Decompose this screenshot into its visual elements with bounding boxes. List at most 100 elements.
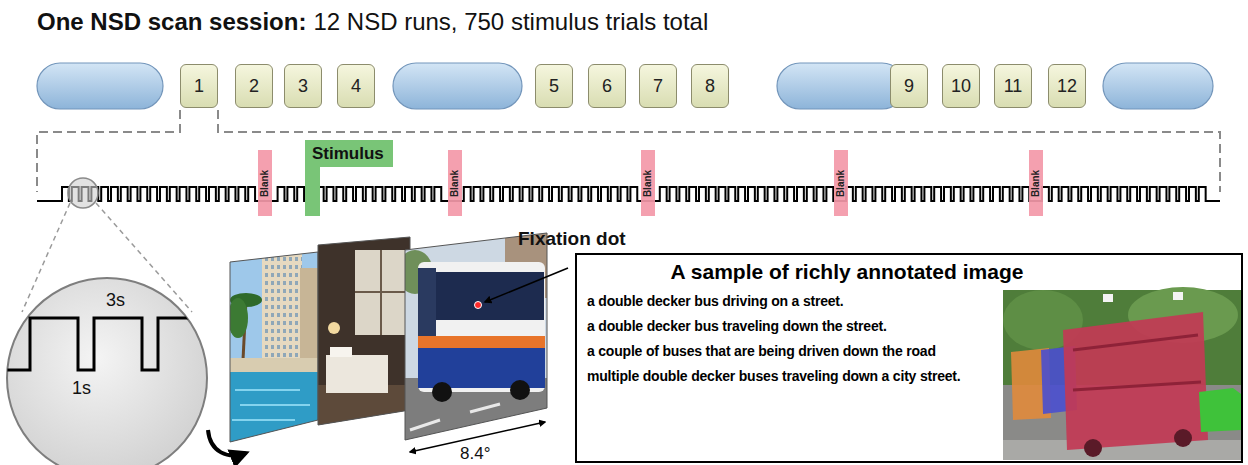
run-box: 5	[535, 64, 573, 108]
run-box: 3	[284, 64, 322, 108]
scene-photo-pool	[228, 372, 323, 452]
scene-photo-bedroom	[315, 230, 415, 430]
run-box: 1	[180, 64, 218, 108]
run-pill	[37, 63, 163, 109]
run-box: 2	[235, 64, 273, 108]
run-number: 3	[298, 76, 308, 97]
label-holder: 3s	[106, 290, 125, 310]
scene-photo-pool	[228, 240, 323, 452]
blank-bar: Blank	[448, 150, 462, 216]
zoom-bracket	[37, 110, 180, 192]
session-summary: 12 NSD runs, 750 stimulus trials total	[313, 7, 708, 37]
run-number: 8	[705, 76, 715, 97]
label-holder: 1s	[72, 378, 91, 398]
dimension-label: 8.4°	[460, 444, 490, 463]
segmented-photo	[1063, 312, 1208, 450]
run-number: 6	[602, 76, 612, 97]
scene-photo-pool	[232, 390, 310, 420]
image-caption: multiple double decker buses traveling d…	[587, 364, 1005, 389]
run-number: 11	[1004, 76, 1023, 97]
zoom-bracket	[218, 110, 1220, 192]
run-box: 9	[890, 64, 928, 108]
segmented-photo	[1073, 335, 1201, 390]
run-pill	[37, 63, 1213, 109]
blank-bar: Blank	[258, 150, 272, 216]
duration-label: 1s	[72, 378, 91, 398]
run-box: 7	[639, 64, 677, 108]
scene-photo-bus	[475, 302, 482, 309]
scene-photo-pool	[262, 250, 302, 365]
scene-photo-bus	[418, 268, 436, 340]
blank-bar: Blank	[641, 150, 655, 216]
scene-photo-bus	[410, 404, 500, 430]
run-box: 6	[588, 64, 626, 108]
magnifier	[5, 318, 215, 370]
scene-photo-bus	[510, 380, 530, 400]
run-number: 10	[951, 76, 971, 97]
segmented-photo	[1103, 294, 1113, 302]
scene-photo-bus	[418, 262, 545, 392]
title: One NSD scan session:	[37, 7, 306, 37]
blank-label: Blank	[1031, 169, 1042, 196]
blank-label: Blank	[260, 169, 271, 196]
run-pill	[1103, 63, 1213, 109]
run-box: 11	[994, 64, 1032, 108]
scene-photo-bedroom	[355, 250, 407, 335]
panel-heading: A sample of richly annotated image	[587, 259, 1107, 285]
run-box: 10	[942, 64, 980, 108]
segmented-photo	[1174, 429, 1192, 447]
segmented-photo	[1003, 287, 1241, 460]
stimulus-flag: Stimulus	[305, 140, 393, 167]
annotation-panel: A sample of richly annotated image a doub…	[575, 253, 1243, 463]
scene-photo-pool	[228, 240, 323, 452]
stimulus-bar	[305, 164, 320, 216]
scene-photo-pool	[228, 358, 323, 374]
blank-label: Blank	[643, 169, 654, 196]
segmented-photo	[1084, 439, 1102, 457]
magnifier	[5, 178, 215, 465]
blank-label: Blank	[450, 169, 461, 196]
scene-photo-bus	[418, 336, 545, 348]
label-holder: 8.4°	[460, 444, 490, 463]
title-row: One NSD scan session:12 NSD runs, 750 st…	[37, 7, 708, 37]
segmented-photo	[1173, 292, 1183, 300]
run-pill	[393, 63, 522, 109]
scene-photo-bus	[397, 228, 550, 443]
magnifier	[68, 178, 98, 208]
scene-photo-bedroom	[315, 230, 415, 430]
run-number: 12	[1057, 76, 1077, 97]
run-number: 9	[904, 76, 914, 97]
image-caption: a couple of buses that are being driven …	[587, 339, 1005, 364]
scene-photo-bedroom	[315, 230, 415, 430]
run-number: 2	[249, 76, 259, 97]
run-pill	[777, 63, 905, 109]
run-box: 8	[691, 64, 729, 108]
stimulus-label: Stimulus	[312, 144, 384, 164]
segmented-photo	[1199, 388, 1241, 432]
run-box: 12	[1048, 64, 1086, 108]
image-caption: a double decker bus driving on a street.	[587, 289, 1005, 314]
scene-photo-bedroom	[330, 347, 352, 357]
blank-bar: Blank	[1029, 150, 1043, 216]
run-box: 4	[337, 64, 375, 108]
scene-photo-bedroom	[318, 237, 410, 425]
image-caption: a double decker bus traveling down the s…	[587, 314, 1005, 339]
scene-photo-bus	[405, 233, 547, 440]
blank-bar: Blank	[834, 150, 848, 216]
run-number: 4	[351, 76, 361, 97]
fixation-pointer	[485, 268, 568, 302]
fixation-label: Fixation dot	[518, 228, 626, 250]
scene-photo-bedroom	[326, 355, 388, 393]
scene-photo-bus	[430, 272, 544, 320]
scene-photo-bedroom	[328, 322, 340, 334]
run-number: 5	[549, 76, 559, 97]
blank-label: Blank	[836, 169, 847, 196]
scene-photo-pool	[230, 252, 318, 442]
duration-label: 3s	[106, 290, 125, 310]
scene-photo-pool	[228, 298, 248, 338]
run-number: 1	[194, 76, 204, 97]
scene-photo-pool	[300, 268, 320, 365]
scene-photo-bus	[397, 228, 550, 443]
scene-photo-bedroom	[355, 250, 407, 335]
